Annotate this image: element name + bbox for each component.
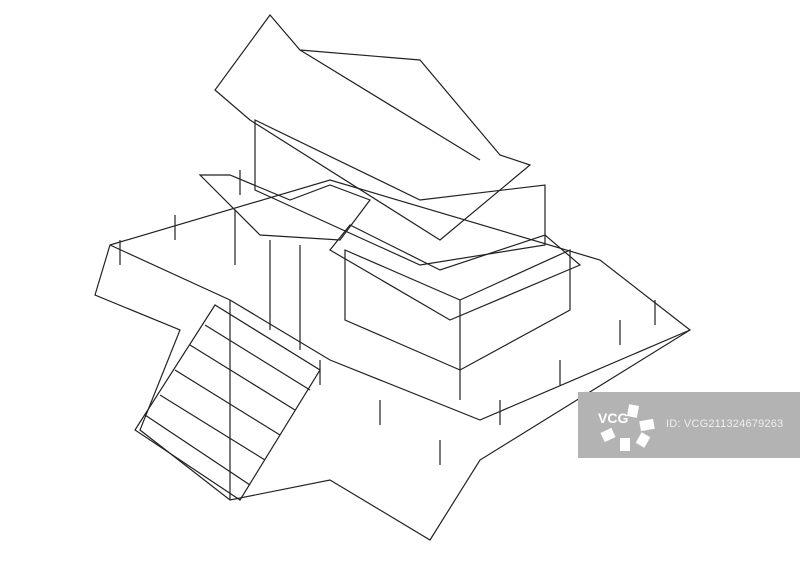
watermark: VCG ID: VCG211324679263: [578, 392, 800, 458]
watermark-id: ID: VCG211324679263: [666, 418, 784, 430]
gate-roof: [198, 174, 371, 241]
watermark-brand: VCG: [598, 410, 629, 426]
hall-body: [344, 249, 571, 371]
lower-roof: [329, 224, 582, 321]
balustrade-posts: [119, 170, 656, 465]
platform: [94, 179, 692, 541]
staircase: [134, 304, 321, 501]
main-roof: [214, 14, 532, 241]
vcg-logo-icon: [600, 404, 655, 451]
